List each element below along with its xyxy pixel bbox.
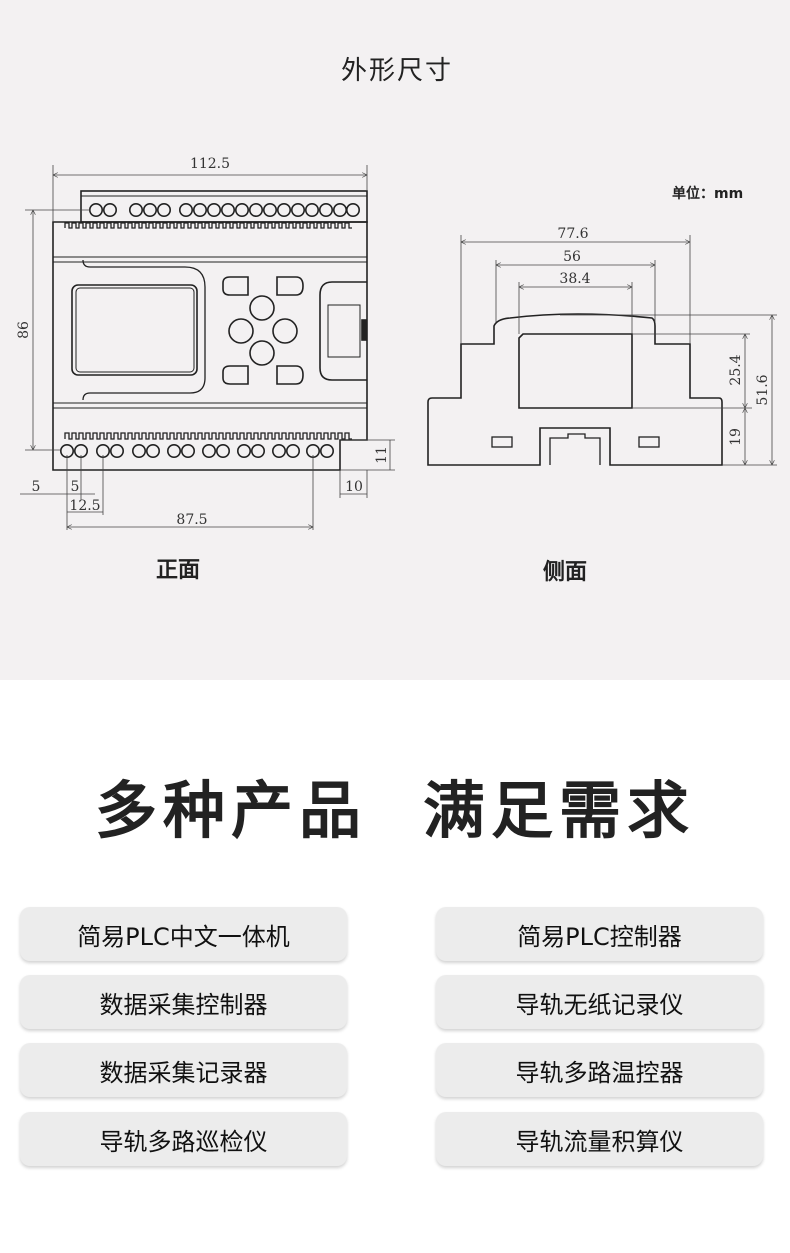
terminal-screw-icon — [304, 203, 319, 218]
front-view-drawing — [52, 190, 368, 471]
terminal-screw-icon — [207, 203, 222, 218]
first-pin-dim: 12.5 — [69, 498, 100, 514]
terminal-screw-icon — [167, 443, 182, 458]
terminal-screw-icon — [319, 443, 334, 458]
base-height-dim: 19 — [728, 428, 744, 446]
total-height-dim: 51.6 — [755, 374, 771, 405]
terminal-screw-icon — [345, 203, 360, 218]
left-offset-dim: 5 — [32, 479, 41, 495]
terminal-screw-icon — [143, 203, 158, 218]
product-button[interactable]: 数据采集控制器 — [20, 975, 347, 1029]
product-button[interactable]: 导轨流量积算仪 — [436, 1112, 763, 1166]
product-button[interactable]: 导轨多路巡检仪 — [20, 1112, 347, 1166]
terminal-screw-icon — [181, 443, 196, 458]
terminal-screw-icon — [276, 203, 291, 218]
terminal-screw-icon — [129, 203, 144, 218]
pin-span-dim: 87.5 — [176, 512, 207, 528]
front-height-dim: 86 — [16, 321, 32, 339]
terminal-screw-icon — [271, 443, 286, 458]
inner-width-dim: 38.4 — [559, 271, 590, 287]
section-title: 外形尺寸 — [340, 56, 454, 86]
pitch-dim: 5 — [71, 479, 80, 495]
side-view-caption: 侧面 — [542, 560, 588, 585]
product-button[interactable]: 导轨多路温控器 — [436, 1043, 763, 1097]
terminal-screw-icon — [290, 203, 305, 218]
side-view-drawing — [427, 313, 723, 466]
terminal-screw-icon — [221, 203, 236, 218]
side-depth-dim: 77.6 — [557, 226, 588, 242]
terminal-screw-icon — [235, 203, 250, 218]
inner-height-dim: 25.4 — [728, 354, 744, 385]
product-button[interactable]: 简易PLC控制器 — [436, 907, 763, 961]
product-button[interactable]: 简易PLC中文一体机 — [20, 907, 347, 961]
front-view-caption: 正面 — [155, 558, 201, 583]
headline-left: 多种产品 — [94, 774, 367, 847]
terminal-screw-icon — [146, 443, 161, 458]
products-headline: 多种产品满足需求 — [0, 760, 790, 850]
terminal-screw-icon — [216, 443, 231, 458]
rail-width-dim: 56 — [563, 249, 581, 265]
dimensions-section: 112.5 86 11 10 5 5 12.5 87.5 7 — [0, 0, 790, 680]
front-width-dim: 112.5 — [190, 156, 230, 172]
terminal-screw-icon — [318, 203, 333, 218]
terminal-screw-icon — [285, 443, 300, 458]
terminal-screw-icon — [237, 443, 252, 458]
unit-label: 单位：mm — [672, 186, 744, 202]
terminal-screw-icon — [103, 203, 118, 218]
terminal-screw-icon — [193, 203, 208, 218]
terminal-screw-icon — [251, 443, 266, 458]
terminal-screw-icon — [202, 443, 217, 458]
front-view-dimension-lines — [20, 165, 395, 530]
product-button[interactable]: 数据采集记录器 — [20, 1043, 347, 1097]
terminal-screw-icon — [249, 203, 264, 218]
product-button[interactable]: 导轨无纸记录仪 — [436, 975, 763, 1029]
terminal-height-dim: 11 — [374, 446, 390, 464]
terminal-screw-icon — [179, 203, 194, 218]
headline-right: 满足需求 — [423, 774, 696, 847]
terminal-screw-icon — [262, 203, 277, 218]
dimension-drawings: 112.5 86 11 10 5 5 12.5 87.5 7 — [16, 156, 777, 530]
terminal-screw-icon — [132, 443, 147, 458]
side-view-dimension-lines — [460, 235, 777, 466]
terminal-screw-icon — [332, 203, 347, 218]
terminal-screw-icon — [157, 203, 172, 218]
right-offset-dim: 10 — [345, 479, 363, 495]
terminal-screw-icon — [89, 203, 104, 218]
terminal-screw-icon — [110, 443, 125, 458]
